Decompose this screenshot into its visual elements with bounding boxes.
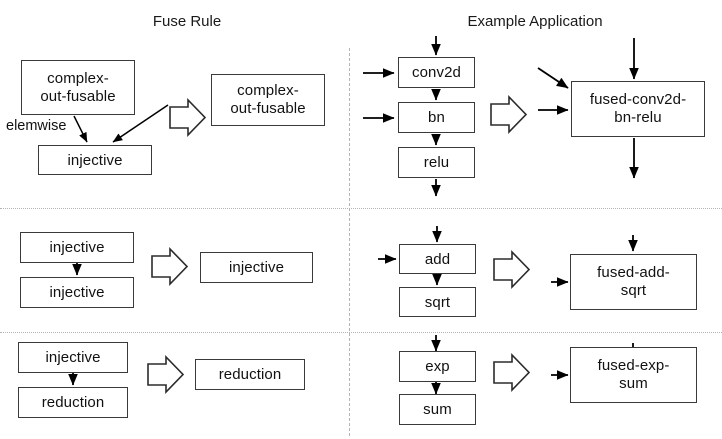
node-label: exp — [425, 358, 450, 375]
node-label: injective — [49, 284, 105, 301]
example-result-fused-exp-sum[interactable]: fused-exp- sum — [570, 347, 697, 403]
horizontal-dotted-divider-2 — [0, 332, 722, 333]
example-node-relu[interactable]: relu — [398, 147, 475, 178]
node-label: injective — [45, 349, 101, 366]
fat-right-arrow-icon-example-row3 — [493, 353, 531, 392]
rule-result-injective[interactable]: injective — [200, 252, 313, 283]
rule-result-reduction[interactable]: reduction — [195, 359, 305, 390]
rule-node-complex-out-fusable[interactable]: complex- out-fusable — [21, 60, 135, 115]
example-result-fused-conv2d-bn-relu[interactable]: fused-conv2d- bn-relu — [571, 81, 705, 137]
node-label: relu — [423, 154, 450, 171]
fat-right-arrow-icon-example-row2 — [493, 250, 531, 289]
rule-node-injective-row2-top[interactable]: injective — [20, 232, 134, 263]
node-label: add — [424, 250, 451, 268]
example-node-bn[interactable]: bn — [398, 102, 475, 133]
rule-result-complex-out-fusable[interactable]: complex- out-fusable — [211, 74, 325, 126]
node-label: injective — [67, 151, 123, 169]
node-label: fused-conv2d- bn-relu — [589, 91, 687, 126]
vertical-dashed-divider — [349, 48, 350, 436]
example-result-fused-add-sqrt[interactable]: fused-add- sqrt — [570, 254, 697, 310]
rule-node-injective-row3[interactable]: injective — [18, 342, 128, 373]
node-label: complex- out-fusable — [230, 82, 306, 117]
node-label: fused-exp- sum — [597, 357, 670, 392]
fat-right-arrow-icon-row2 — [151, 247, 189, 286]
example-node-sqrt[interactable]: sqrt — [399, 287, 476, 317]
node-label: complex- out-fusable — [40, 69, 116, 105]
fat-right-arrow-icon-row3 — [147, 355, 185, 394]
rule-node-injective-row1[interactable]: injective — [38, 145, 152, 175]
node-label: fused-add- sqrt — [597, 264, 670, 299]
example-node-add[interactable]: add — [399, 244, 476, 274]
node-label: conv2d — [412, 64, 461, 81]
example-node-exp[interactable]: exp — [399, 351, 476, 382]
example-node-sum[interactable]: sum — [399, 394, 476, 425]
fat-right-arrow-icon-row1 — [169, 98, 207, 137]
edge-label-elemwise: elemwise — [6, 118, 67, 134]
column-header-fuse-rule: Fuse Rule — [152, 13, 222, 30]
fat-right-arrow-icon-example-row1 — [490, 95, 528, 134]
example-node-conv2d[interactable]: conv2d — [398, 57, 475, 88]
column-header-example-application: Example Application — [467, 13, 603, 30]
node-label: reduction — [41, 394, 105, 411]
node-label: injective — [228, 259, 285, 276]
horizontal-dotted-divider-1 — [0, 208, 722, 209]
node-label: injective — [49, 239, 105, 256]
rule-node-injective-row2-bottom[interactable]: injective — [20, 277, 134, 308]
node-label: reduction — [218, 366, 282, 383]
rule-node-reduction[interactable]: reduction — [18, 387, 128, 418]
node-label: sqrt — [424, 293, 451, 311]
node-label: bn — [428, 109, 445, 126]
node-label: sum — [423, 401, 452, 418]
